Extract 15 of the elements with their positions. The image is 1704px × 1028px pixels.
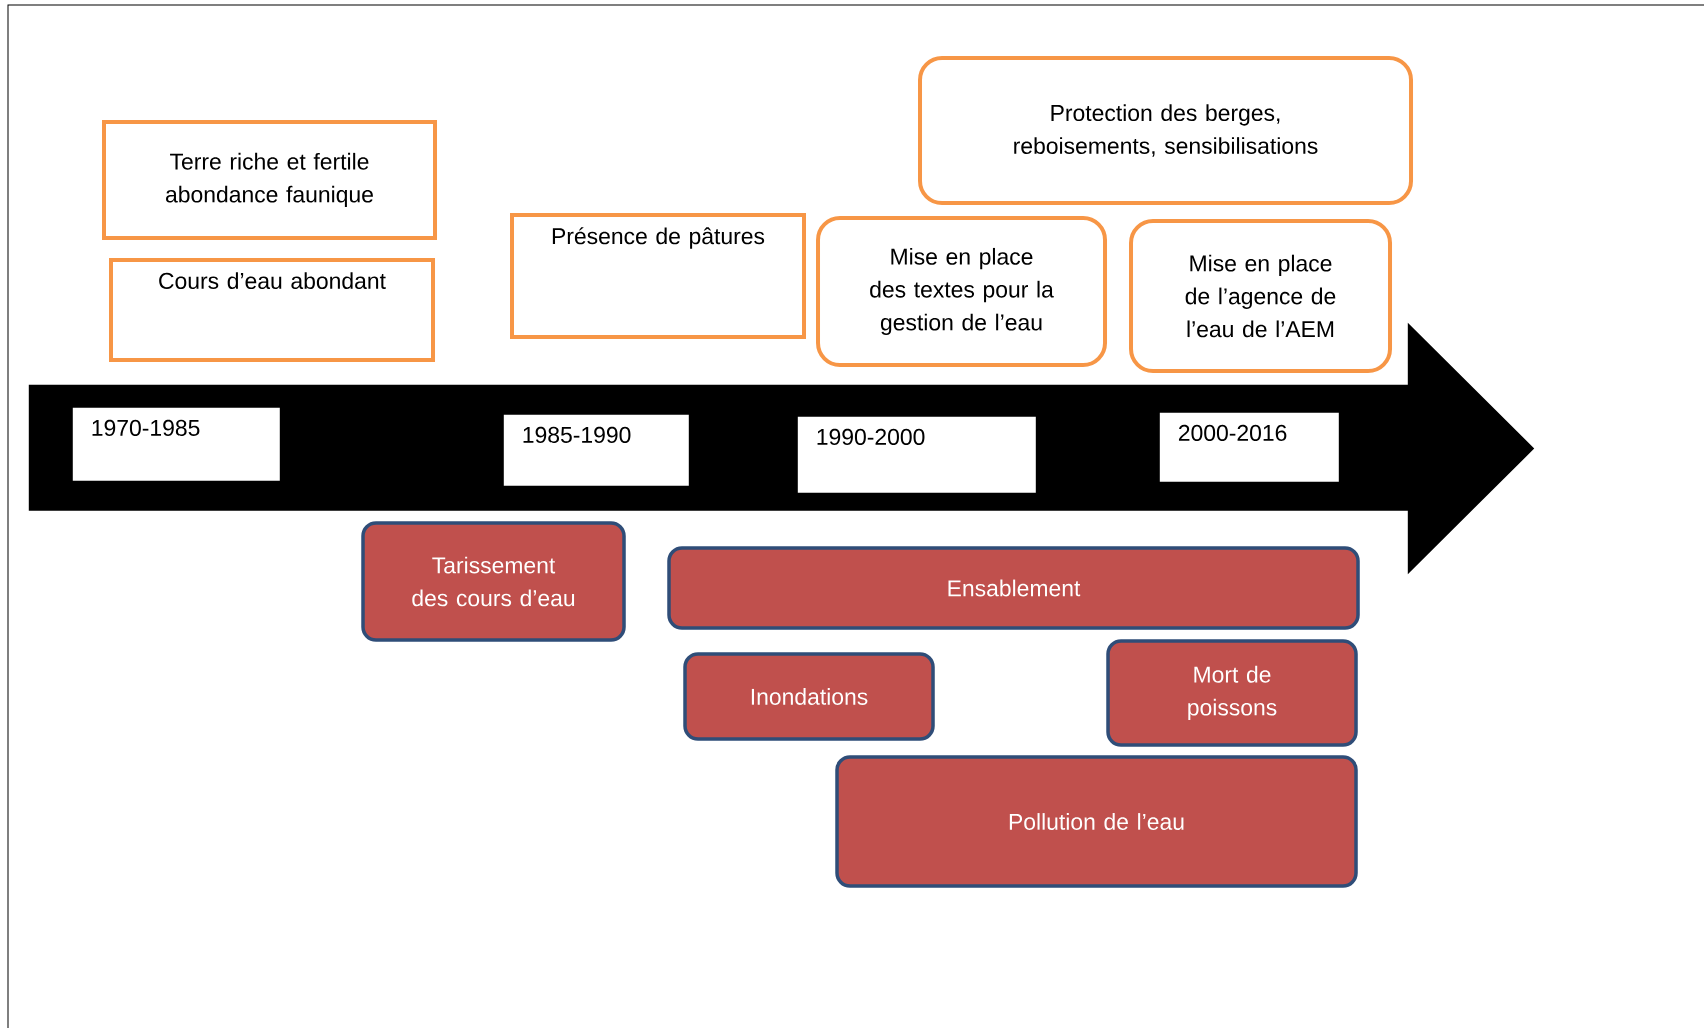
event-box: Terre riche et fertile abondance faunique [102,120,437,240]
date-box: 1970-1985 [72,407,280,481]
problem-box: Mort de poissons [1106,639,1358,747]
problem-box: Ensablement [667,546,1360,630]
event-box: Protection des berges, reboisements, sensibilisations [918,56,1413,205]
event-box: Présence de pâtures [510,213,806,339]
problem-box: Tarissement des cours d’eau [361,521,626,642]
event-box: Mise en place des textes pour la gestion de l’eau [816,216,1107,367]
event-box: Cours d’eau abondant [109,258,435,362]
event-box: Mise en place de l’agence de l’eau de l’AEM [1129,219,1392,373]
problem-box: Pollution de l’eau [835,755,1358,888]
date-box: 1985-1990 [503,414,689,486]
date-box: 2000-2016 [1159,412,1339,482]
date-box: 1990-2000 [797,416,1036,493]
problem-box: Inondations [683,652,935,741]
